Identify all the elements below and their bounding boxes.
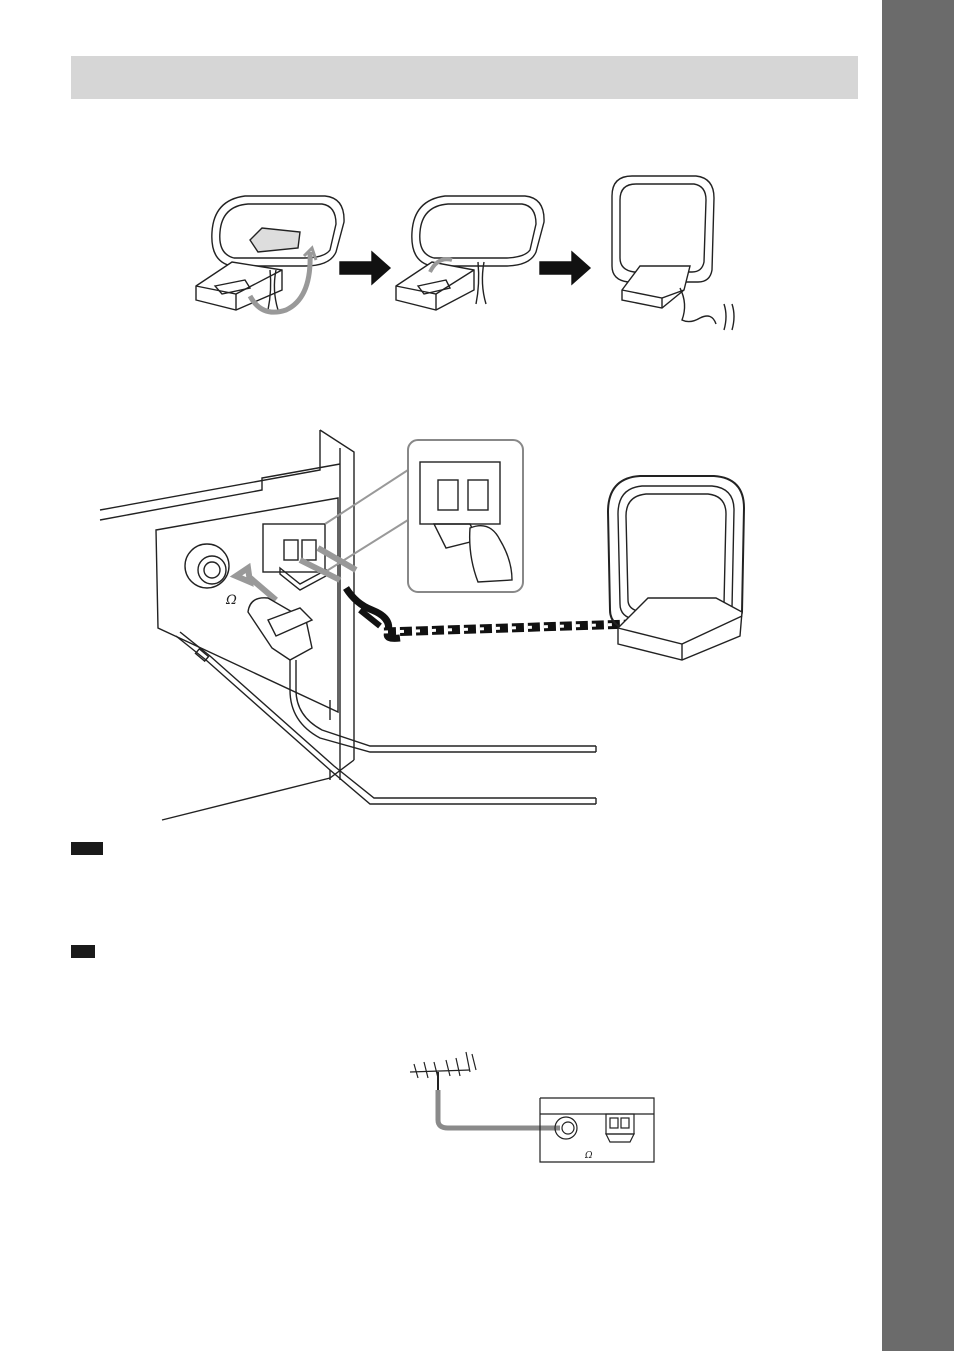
outdoor-antenna-icon [410, 1052, 476, 1124]
coax-cable [438, 1090, 560, 1128]
impedance-omega-label: Ω [584, 1151, 593, 1161]
